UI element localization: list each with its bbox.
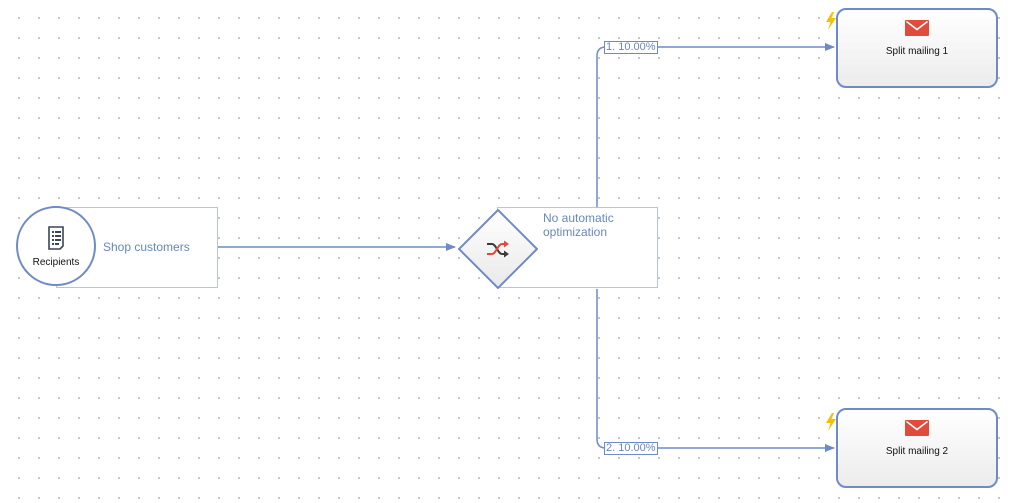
- recipients-label: Shop customers: [103, 240, 190, 254]
- shuffle-icon: [487, 240, 509, 258]
- split-mailing-2-node[interactable]: Split mailing 2: [836, 408, 998, 488]
- envelope-icon: [905, 20, 929, 36]
- split-mailing-2-title: Split mailing 2: [885, 446, 949, 457]
- document-list-icon: [48, 226, 64, 250]
- envelope-icon: [905, 420, 929, 436]
- split-mailing-1-node[interactable]: Split mailing 1: [836, 8, 998, 88]
- split-mailing-1-title: Split mailing 1: [885, 46, 949, 57]
- edge-split-to-mailing-2[interactable]: [596, 289, 835, 452]
- lightning-icon: [826, 12, 836, 30]
- split-2-percentage-label[interactable]: 2. 10.00%: [604, 442, 658, 455]
- split-label-line-1: No automatic: [543, 211, 614, 225]
- split-node[interactable]: [457, 208, 539, 290]
- recipients-node[interactable]: Recipients: [16, 206, 96, 286]
- split-label-line-2: optimization: [543, 225, 608, 239]
- recipients-title: Recipients: [32, 257, 80, 268]
- split-1-percentage-label[interactable]: 1. 10.00%: [604, 41, 658, 54]
- edge-split-to-mailing-1[interactable]: [596, 43, 835, 208]
- lightning-icon: [826, 413, 836, 431]
